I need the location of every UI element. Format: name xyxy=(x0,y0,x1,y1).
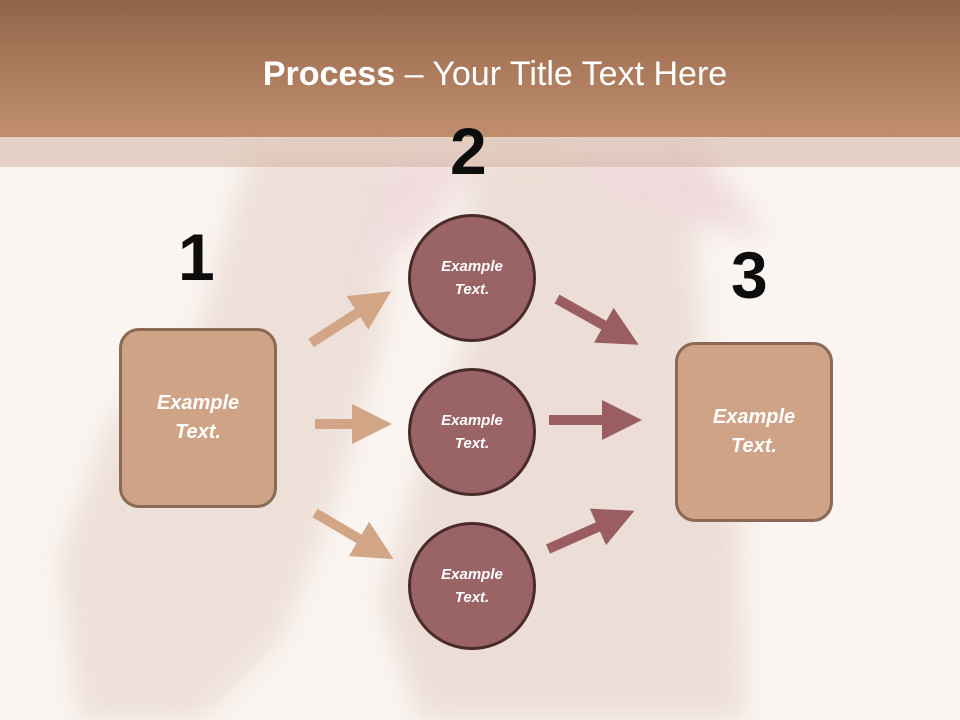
arrow-1-to-2-bottom xyxy=(312,508,394,560)
step-number-3: 3 xyxy=(731,238,768,312)
step-2-circle-top-text: Example Text. xyxy=(441,258,503,298)
step-2-circle-bottom: Example Text. xyxy=(408,522,536,650)
step-2-circle-middle-text: Example Text. xyxy=(441,412,503,452)
title-strip xyxy=(0,137,960,167)
step-number-2: 2 xyxy=(450,114,487,188)
arrow-2-top-to-3 xyxy=(554,294,639,345)
slide-title: Process – Your Title Text Here xyxy=(0,52,960,96)
arrow-2-bottom-to-3 xyxy=(545,508,635,554)
step-number-1: 1 xyxy=(178,220,215,294)
title-bar xyxy=(0,0,960,137)
step-1-box: Example Text. xyxy=(119,328,277,508)
step-2-circle-middle: Example Text. xyxy=(408,368,536,496)
step-3-text: Example Text. xyxy=(712,406,796,457)
step-3-box: Example Text. xyxy=(675,342,833,522)
step-1-text: Example Text. xyxy=(156,392,240,443)
title-bold: Process xyxy=(262,55,396,93)
step-2-circle-bottom-text: Example Text. xyxy=(441,566,503,606)
step-2-circle-top: Example Text. xyxy=(408,214,536,342)
arrow-1-to-2-top xyxy=(308,291,392,348)
title-rest: – Your Title Text Here xyxy=(395,55,728,93)
